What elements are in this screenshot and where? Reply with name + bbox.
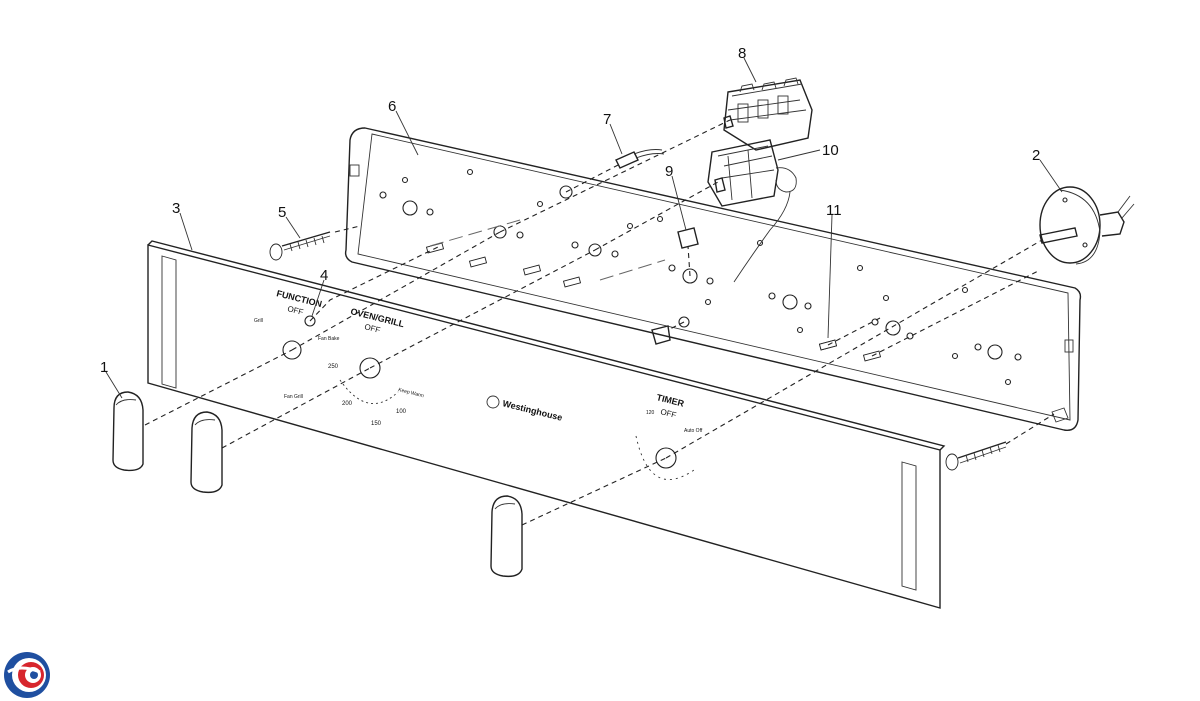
screw-lower-right [945,441,1007,471]
assembly-lines [144,119,1055,526]
timer-motor [1039,186,1135,265]
control-knob-2 [190,411,223,494]
thermostat [707,139,797,283]
timer-off-label: OFF [660,407,678,420]
oven-off-label: OFF [364,322,382,335]
callout-5: 5 [278,204,286,221]
callout-8: 8 [738,45,746,62]
screw-5 [269,231,331,261]
scale-100: 100 [396,409,407,415]
callout-4: 4 [320,267,328,284]
back-mounting-panel [344,127,1082,431]
callout-6: 6 [388,98,396,115]
auto-off-label: Auto Off [684,428,703,434]
callout-9: 9 [665,163,673,180]
brand-name: Westinghouse [502,398,564,423]
indicator-lamp [615,149,665,169]
callout-3: 3 [172,200,180,217]
timer-120: 120 [646,410,655,416]
function-off-label: OFF [287,304,305,317]
brand-logo [4,652,50,698]
scale-250: 250 [328,364,339,370]
callout-10: 10 [822,142,839,159]
callout-1: 1 [100,359,108,376]
selector-switch [723,77,813,151]
callout-11: 11 [826,202,842,219]
leader-lines [105,57,1063,399]
front-control-fascia [147,240,946,609]
scale-150: 150 [371,421,382,427]
control-knob-3 [490,495,523,578]
timer-label: TIMER [656,392,686,409]
control-knob-1 [112,391,144,472]
fan-bake-mark: Fan Bake [318,336,340,342]
callout-2: 2 [1032,147,1040,164]
panel-screws [425,242,882,362]
rear-bracket [1051,407,1069,423]
keep-warm-label: Keep Warm [398,387,425,399]
fan-grill-mark: Fan Grill [284,394,303,400]
clip-9 [651,227,699,345]
callout-7: 7 [603,111,611,128]
grill-mark: Grill [254,318,263,324]
scale-200: 200 [342,401,353,407]
